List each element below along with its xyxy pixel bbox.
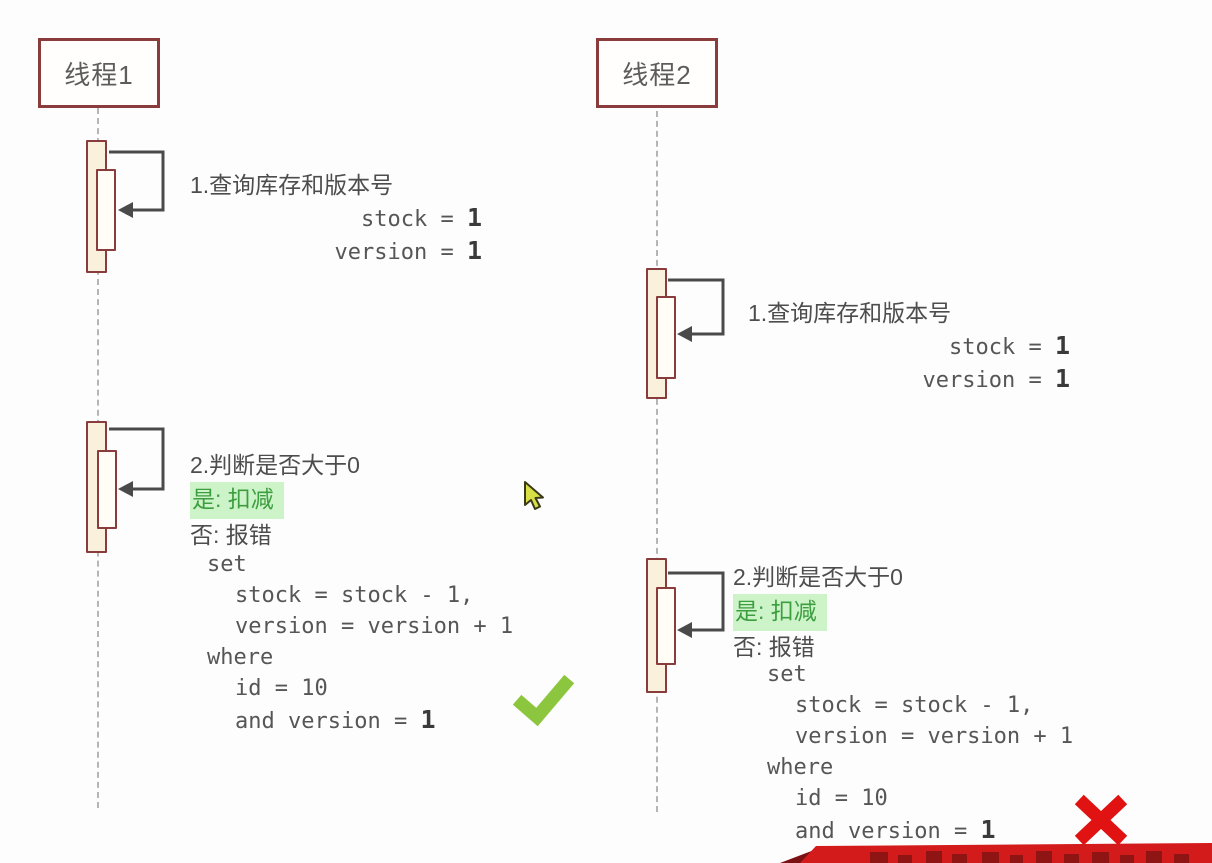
no-branch: 否: 报错: [190, 522, 272, 548]
thread1-sql-block: set stock = stock - 1, version = version…: [207, 549, 513, 737]
sql-where: where: [207, 645, 274, 670]
sql-version: version = version + 1: [795, 724, 1074, 749]
stock-line: stock = 1: [360, 203, 482, 232]
no-branch: 否: 报错: [733, 634, 815, 660]
thread2-activation-inner-1: [656, 296, 676, 379]
thread2-self-call-arrow-2: [668, 571, 725, 638]
thread1-self-call-arrow-1: [109, 150, 165, 218]
stock-value: 1: [466, 203, 482, 232]
thread1-self-call-arrow-2: [109, 427, 165, 497]
thread1-label: 线程1: [64, 59, 134, 90]
thread2-label: 线程2: [622, 59, 692, 90]
version-value: 1: [466, 236, 482, 265]
stock-line: stock = 1: [948, 331, 1070, 360]
version-line: version = 1: [334, 236, 482, 265]
thread2-step1-note: 1.查询库存和版本号 stock = 1 version = 1: [748, 297, 1070, 396]
sql-and-version: and version = 1: [235, 705, 436, 734]
thread2-lifeline: [656, 111, 658, 812]
yes-branch-highlight: 是: 扣减: [733, 594, 827, 631]
yes-branch-highlight: 是: 扣减: [190, 482, 284, 519]
check-icon: [512, 674, 575, 727]
step2-title: 2.判断是否大于0: [190, 452, 360, 478]
sql-set: set: [767, 662, 807, 687]
stock-value: 1: [1054, 331, 1070, 360]
x-icon: [1074, 794, 1128, 846]
sql-and-version: and version = 1: [795, 815, 996, 844]
step1-title: 1.查询库存和版本号: [190, 172, 394, 198]
thread1-step2-note: 2.判断是否大于0 是: 扣减 否: 报错: [190, 449, 360, 552]
sql-set: set: [207, 552, 247, 577]
thread2-activation-inner-2: [656, 587, 676, 665]
thread2-step2-note: 2.判断是否大于0 是: 扣减 否: 报错: [733, 561, 903, 664]
step1-title: 1.查询库存和版本号: [748, 300, 952, 326]
thread2-self-call-arrow-1: [668, 278, 725, 342]
thread1-activation-inner-2: [97, 450, 117, 529]
banner-clipped-glyphs: [870, 851, 1189, 863]
sql-stock: stock = stock - 1,: [795, 693, 1034, 718]
sql-id: id = 10: [795, 786, 888, 811]
bottom-banner-ribbon: [780, 843, 1212, 863]
thread2-sql-block: set stock = stock - 1, version = version…: [767, 659, 1073, 847]
version-value: 1: [1054, 364, 1070, 393]
thread2-actor-box: 线程2: [596, 38, 718, 108]
thread1-activation-inner-1: [96, 169, 116, 251]
sql-stock: stock = stock - 1,: [235, 583, 474, 608]
step2-title: 2.判断是否大于0: [733, 564, 903, 590]
sql-version: version = version + 1: [235, 614, 514, 639]
sql-id: id = 10: [235, 676, 328, 701]
sql-where: where: [767, 755, 834, 780]
version-line: version = 1: [922, 364, 1070, 393]
mouse-cursor-icon: [524, 481, 544, 510]
thread1-actor-box: 线程1: [38, 38, 160, 108]
thread1-step1-note: 1.查询库存和版本号 stock = 1 version = 1: [190, 169, 482, 268]
